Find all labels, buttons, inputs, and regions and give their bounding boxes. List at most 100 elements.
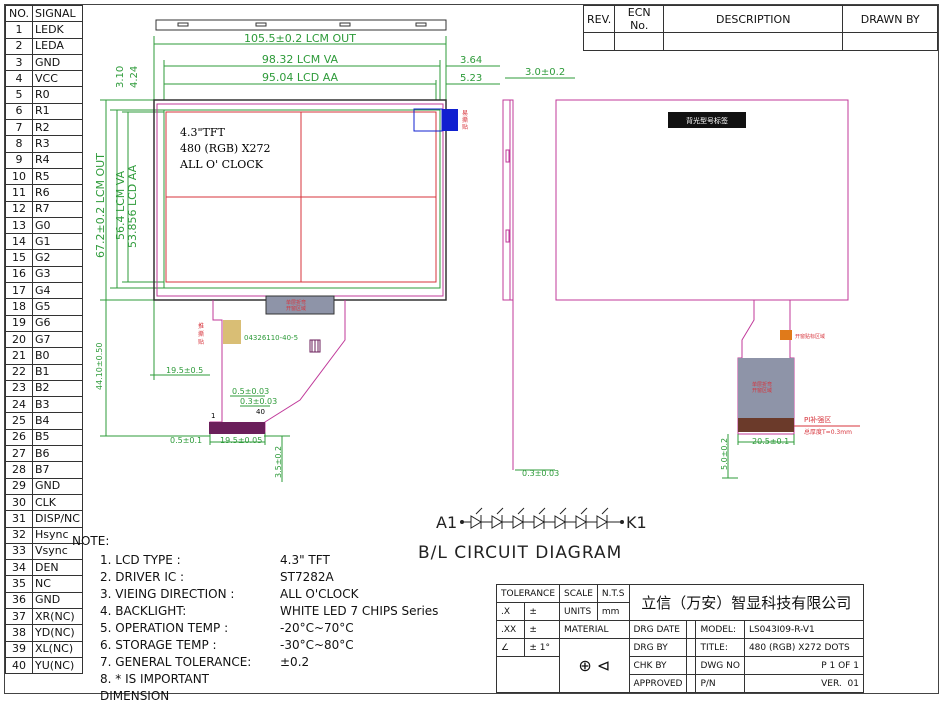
tb-approved: APPROVED <box>628 674 688 693</box>
pin-signal: Hsync <box>32 526 83 544</box>
left-offset-1: 3.10 <box>115 66 126 88</box>
note-key: 3. VIEING DIRECTION : <box>100 587 235 601</box>
tb-scale: SCALE <box>559 584 598 603</box>
left-tag-label: 推撕贴 <box>198 322 204 346</box>
note-value: -20°C~70°C <box>280 621 354 635</box>
pin-signal: G5 <box>32 298 83 316</box>
fpc-outline <box>209 300 346 433</box>
backlight-label-box <box>668 112 746 128</box>
fpc-bend-zone <box>265 295 335 315</box>
pin-signal: XR(NC) <box>32 607 83 626</box>
note-key: 7. GENERAL TOLERANCE: <box>100 655 252 669</box>
fpc-pad-area <box>209 422 265 434</box>
note-value: 4.3" TFT <box>280 553 330 567</box>
side-bottom-dim: 0.3±0.03 <box>522 469 559 478</box>
lcm-out-height: 67.2±0.2 LCM OUT <box>94 153 107 258</box>
tb-model-key: MODEL: <box>695 620 745 639</box>
pin-signal: B1 <box>32 363 83 381</box>
fpc-bend-zone-label: 单层折弯开窗区域 <box>286 299 306 312</box>
lcd-aa-height: 53.856 LCD AA <box>126 164 139 248</box>
pin-40-label: 40 <box>256 408 265 416</box>
pin-signal: CLK <box>32 493 83 512</box>
tb-material: MATERIAL <box>559 620 630 639</box>
note-key: 1. LCD TYPE : <box>100 553 181 567</box>
tb-pm: ± <box>524 602 561 621</box>
tb-x: .X <box>495 602 526 621</box>
led-diode <box>491 515 503 529</box>
pin-number: 33 <box>5 542 33 561</box>
back-view <box>555 99 849 301</box>
led-diode <box>575 515 587 529</box>
fpc-offset: 19.5±0.5 <box>166 366 203 375</box>
pin-signal: R4 <box>32 151 83 169</box>
pin-signal-header: SIGNAL <box>32 4 83 23</box>
tb-chk-by: CHK BY <box>628 656 688 675</box>
led-diode <box>512 515 524 529</box>
title-block: TOLERANCE SCALE N.T.S 立信（万安）智显科技有限公司 .X … <box>495 584 864 693</box>
pin-number: 15 <box>5 249 33 267</box>
lcm-va-width: 98.32 LCM VA <box>262 53 339 66</box>
pin-width-dim: 0.3±0.03 <box>240 397 277 406</box>
pin-number: 40 <box>5 656 33 675</box>
tb-page: P 1 OF 1 <box>743 656 864 675</box>
tb-company: 立信（万安）智显科技有限公司 <box>628 584 864 621</box>
back-top-zone <box>780 330 792 340</box>
projection-symbol: ⊕ ⊲ <box>559 638 630 693</box>
tb-mm: mm <box>596 602 630 621</box>
note-key: 2. DRIVER IC : <box>100 570 185 584</box>
tb-dwg-key: DWG NO <box>695 656 745 675</box>
pin-number: 13 <box>5 216 33 235</box>
notes-title: NOTE: <box>72 534 110 548</box>
led-diode <box>533 515 545 529</box>
description-header: DESCRIPTION <box>663 5 844 33</box>
pin-number: 36 <box>5 591 33 609</box>
circuit-title: B/L CIRCUIT DIAGRAM <box>418 543 622 563</box>
back-dimensions <box>722 434 795 479</box>
pin-signal: G3 <box>32 265 83 284</box>
top-edge-view <box>155 19 447 31</box>
note-item: 6. STORAGE TEMP :-30°C~80°C <box>72 637 438 654</box>
tb-title-value: 480 (RGB) X272 DOTS <box>743 638 864 657</box>
pin-number: 28 <box>5 461 33 479</box>
pin-number: 20 <box>5 330 33 349</box>
tb-units: UNITS <box>559 602 598 621</box>
tb-drg-date: DRG DATE <box>628 620 688 639</box>
back-pad-area <box>738 418 794 432</box>
total-height: 44.10±0.50 <box>95 343 104 390</box>
thickness-dim: 3.0±0.2 <box>525 67 565 78</box>
fpc-component <box>223 320 241 344</box>
pitch-dim: 0.5±0.03 <box>232 387 269 396</box>
tb-blank <box>495 656 561 693</box>
stiffener-label: PI补强区 <box>804 415 831 424</box>
pin-number: 8 <box>5 135 33 153</box>
tb-title-key: TITLE: <box>695 638 745 657</box>
pin-table-header: NO. SIGNAL <box>5 4 83 23</box>
led-diode <box>554 515 566 529</box>
back-bend-zone-label: 单层折弯开窗区域 <box>752 381 772 394</box>
note-item: 3. VIEING DIRECTION :ALL O'CLOCK <box>72 586 438 603</box>
circuit-anode: A1 <box>436 513 457 532</box>
pin-signal: B3 <box>32 396 83 414</box>
circuit-cathode: K1 <box>626 513 647 532</box>
tb-angle: ∠ <box>495 638 526 657</box>
ic-part-number: 04326110-40-5 <box>244 334 298 342</box>
back-width-dim: 20.5±0.1 <box>752 437 789 446</box>
lcd-view-text: ALL O' CLOCK <box>179 158 264 171</box>
back-height-dim: 5.0±0.2 <box>720 438 729 470</box>
